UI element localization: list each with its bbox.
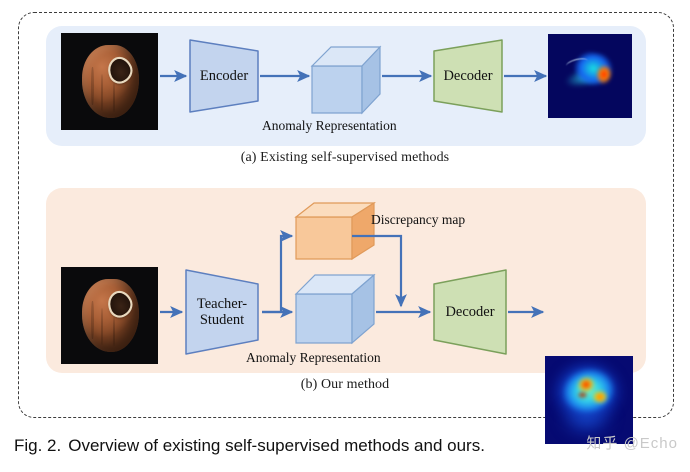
discrepancy-map-label: Discrepancy map (371, 212, 466, 227)
figure-caption: Fig. 2. Overview of existing self-supervi… (14, 436, 485, 456)
figure-number: Fig. 2. (14, 436, 62, 455)
hazelnut-ridge (91, 66, 94, 106)
panel-b-output-heatmap (545, 356, 633, 444)
hazelnut-crack (106, 56, 135, 85)
panel-a-decoder-shape: Decoder (432, 38, 504, 114)
panel-a-representation-label: Anomaly Representation (262, 118, 397, 133)
hazelnut-ridge (91, 300, 94, 340)
heatmap-hotspot-speck (576, 391, 589, 400)
panel-b-caption: (b) Our method (300, 377, 390, 392)
hazelnut-body (82, 44, 139, 119)
panel-a-output-heatmap (548, 34, 632, 118)
discrepancy-map-box (294, 200, 377, 262)
hazelnut-body (82, 278, 139, 353)
panel-a-input-image (61, 33, 158, 130)
hazelnut-ridge (101, 74, 104, 111)
watermark: 知乎 @Echo (586, 435, 678, 452)
hazelnut-ridge (112, 82, 115, 113)
hazelnut-ridge (112, 316, 115, 347)
encoder-shape: Encoder (188, 38, 260, 114)
hazelnut-ridge (101, 308, 104, 345)
teacher-student-shape: Teacher- Student (184, 268, 260, 356)
figure-dashed-border (18, 12, 674, 418)
heatmap-hotspot-secondary (592, 391, 607, 403)
panel-b-representation-label: Anomaly Representation (246, 350, 381, 365)
panel-b-decoder-shape: Decoder (432, 268, 508, 356)
heatmap-blob-primary (566, 48, 617, 95)
panel-b-input-image (61, 267, 158, 364)
panel-b-representation-box (294, 272, 376, 346)
hazelnut-crack (106, 290, 135, 319)
figure-caption-text: Overview of existing self-supervised met… (68, 436, 485, 455)
panel-a-caption: (a) Existing self-supervised methods (240, 150, 450, 165)
panel-a-representation-box (310, 44, 382, 116)
